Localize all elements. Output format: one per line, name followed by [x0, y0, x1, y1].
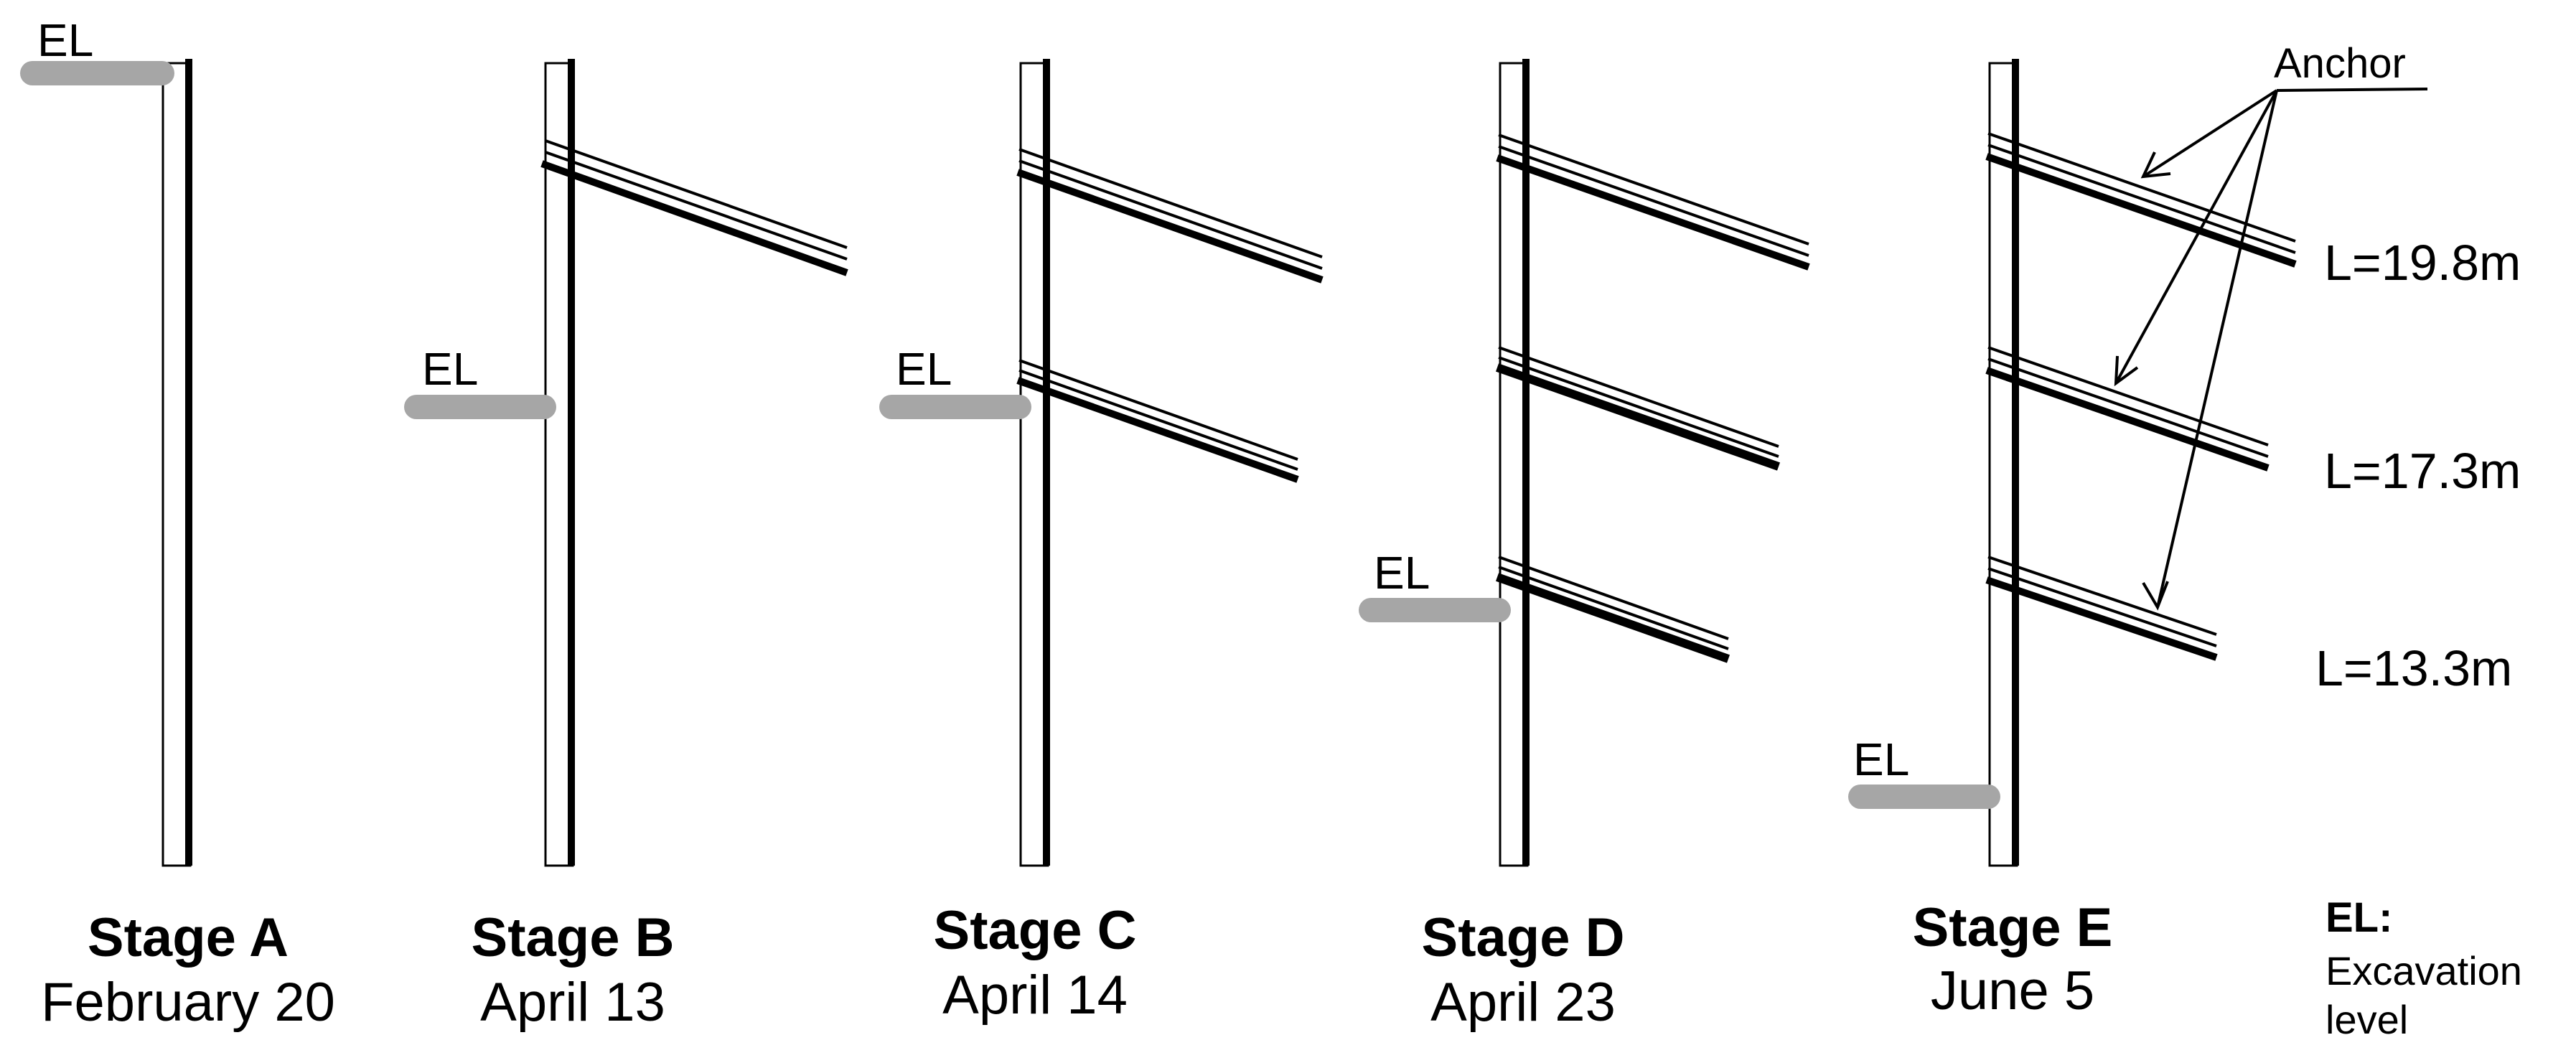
stage-e: EL Anchor L=19.8m L=17.3m L=13.3m [1848, 40, 2521, 867]
stage-date: April 13 [480, 972, 665, 1033]
anchor-length-1: L=19.8m [2324, 235, 2521, 291]
stage-title: Stage B [472, 907, 675, 968]
anchor-2 [1496, 346, 1780, 471]
stage-title: Stage D [1422, 907, 1625, 968]
arrow-head-icon [2142, 581, 2169, 611]
stage-title: Stage A [88, 907, 289, 968]
anchor-1 [1985, 132, 2297, 268]
anchor-callout-label: Anchor [2274, 40, 2406, 87]
callout-leader-line [2276, 88, 2428, 92]
anchor-1 [1016, 148, 1324, 284]
excavation-level-label: EL [1853, 734, 1909, 785]
stage-b: EL [404, 59, 848, 867]
anchor-1 [1496, 134, 1810, 271]
stage-labels: Stage A February 20 Stage B April 13 Sta… [41, 897, 2112, 1033]
anchor-3 [1985, 556, 2218, 661]
stage-date: February 20 [41, 972, 335, 1033]
stage-title: Stage E [1913, 897, 2113, 958]
excavation-level-label: EL [1374, 547, 1430, 599]
stage-c: EL [879, 59, 1324, 867]
stage-date: April 23 [1430, 972, 1616, 1033]
callout-arrow-1 [2142, 89, 2278, 178]
callout-arrow-2 [2114, 90, 2278, 384]
legend: EL: Excavation level [2326, 894, 2522, 1042]
anchor-1 [540, 139, 848, 276]
excavation-level-label: EL [896, 343, 952, 395]
anchor-length-2: L=17.3m [2324, 443, 2521, 499]
legend-line-2: level [2326, 997, 2408, 1042]
legend-term: EL: [2326, 894, 2392, 941]
stage-date: June 5 [1931, 960, 2094, 1021]
stage-date: April 14 [942, 965, 1128, 1026]
arrow-head-icon [2140, 151, 2171, 179]
excavation-level-label: EL [422, 343, 478, 395]
excavation-level-label: EL [37, 14, 93, 66]
arrow-head-icon [2114, 355, 2139, 387]
stage-a: EL [20, 14, 192, 867]
anchor-2 [1016, 359, 1299, 483]
anchor-3 [1495, 556, 1730, 663]
stage-title: Stage C [934, 900, 1137, 961]
callout-arrow-3 [2156, 90, 2278, 608]
anchor-callout: Anchor [2114, 40, 2428, 611]
stage-d: EL [1359, 59, 1810, 867]
anchor-2 [1985, 346, 2270, 472]
anchor-length-3: L=13.3m [2315, 640, 2512, 696]
legend-line-1: Excavation [2326, 948, 2522, 993]
